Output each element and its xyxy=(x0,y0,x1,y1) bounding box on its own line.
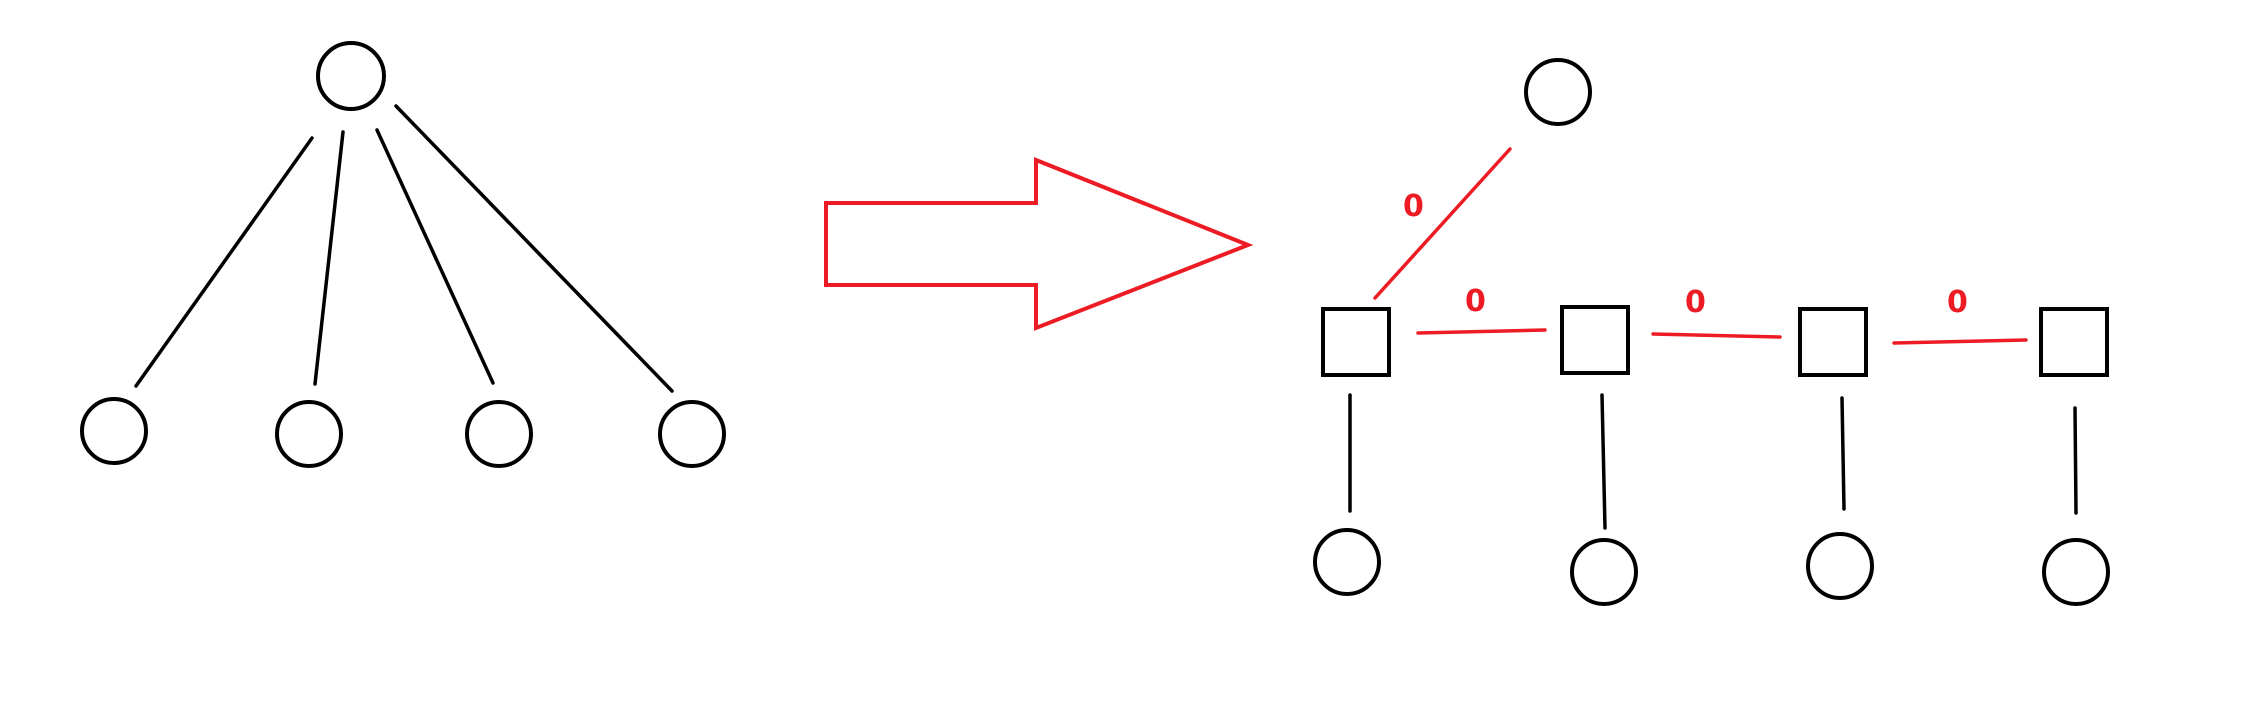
child-node-1 xyxy=(80,397,148,465)
chain-node-2 xyxy=(1560,305,1630,375)
root-node xyxy=(1524,58,1592,126)
child-node-2 xyxy=(275,400,343,468)
leaf-node-1 xyxy=(1313,528,1381,596)
leaf-node-3 xyxy=(1806,532,1874,600)
child-node-4 xyxy=(658,400,726,468)
weight-label-chain-3-4: 0 xyxy=(1947,285,1968,320)
edge-chain-4-leaf xyxy=(2073,406,2078,515)
edge-root-child-4 xyxy=(394,104,674,393)
weight-label-chain-1-2: 0 xyxy=(1465,284,1486,319)
chain-node-3 xyxy=(1798,307,1868,377)
edge-chain-2-leaf xyxy=(1600,393,1607,530)
child-node-3 xyxy=(465,400,533,468)
original-tree xyxy=(80,41,726,468)
edge-root-child-2 xyxy=(313,130,345,386)
edge-root-child-1 xyxy=(134,136,314,388)
chain-node-4 xyxy=(2039,307,2109,377)
root-node xyxy=(316,41,386,111)
weight-label-chain-2-3: 0 xyxy=(1685,285,1706,320)
edge-chain-3-leaf xyxy=(1840,396,1846,511)
edge-chain-2-3 xyxy=(1651,332,1782,339)
weight-label-root: 0 xyxy=(1403,189,1424,224)
chain-node-1 xyxy=(1321,307,1391,377)
edge-root-child-3 xyxy=(375,128,495,385)
edge-chain-1-2 xyxy=(1416,328,1547,335)
leaf-node-4 xyxy=(2042,538,2110,606)
binarized-tree: 0 0 0 0 xyxy=(1313,58,2110,606)
transform-arrow xyxy=(824,157,1254,331)
leaf-node-2 xyxy=(1570,538,1638,606)
edge-root-to-chain xyxy=(1373,147,1512,300)
edge-chain-3-4 xyxy=(1892,338,2028,345)
